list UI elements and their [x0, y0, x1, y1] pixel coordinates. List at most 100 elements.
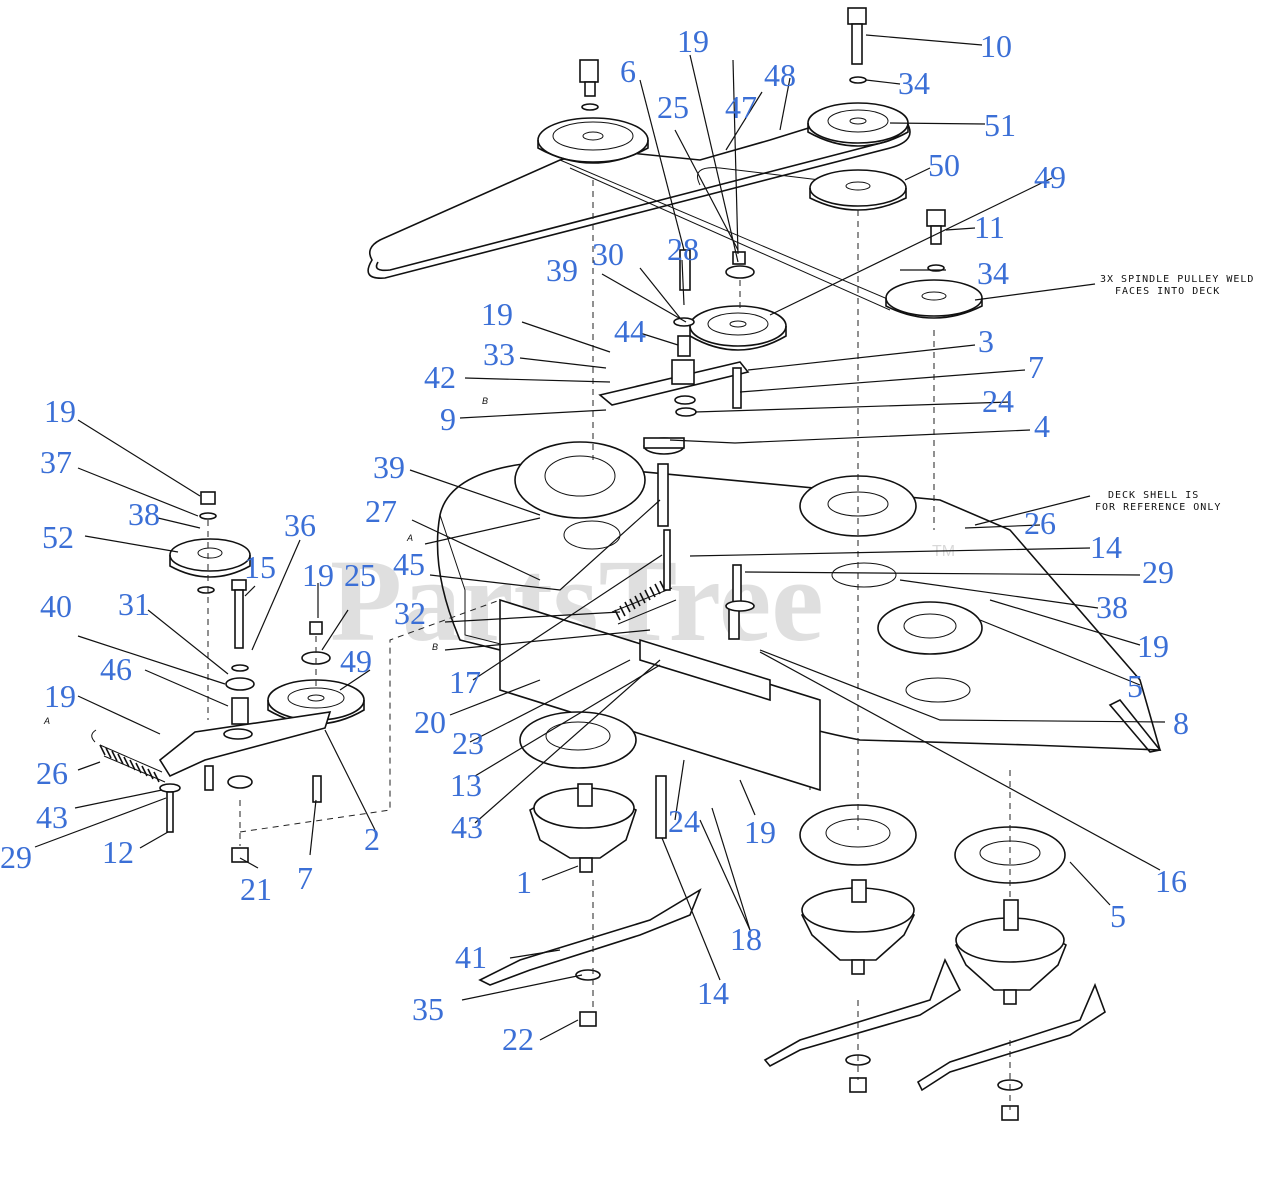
callout-19-a: 19 [677, 23, 709, 59]
callout-39-a: 39 [546, 252, 578, 288]
callout-32: 32 [394, 595, 426, 631]
deck-shell [436, 441, 1162, 790]
callout-27: 27 [365, 493, 397, 529]
callout-8: 8 [1173, 705, 1189, 741]
callout-14-a: 14 [1090, 529, 1122, 565]
callout-26-b: 26 [36, 755, 68, 791]
callout-19-f: 19 [44, 678, 76, 714]
callout-20: 20 [414, 704, 446, 740]
callout-5-b: 5 [1110, 898, 1126, 934]
callout-7-b: 7 [297, 860, 313, 896]
bolt-10 [847, 7, 867, 84]
callout-47: 47 [725, 89, 757, 125]
pulley-right [885, 279, 983, 319]
callout-37: 37 [40, 444, 72, 480]
callout-41: 41 [455, 939, 487, 975]
idler-pulley-49 [689, 251, 787, 351]
callout-40: 40 [40, 588, 72, 624]
blade-41 [478, 888, 702, 1027]
callout-7-a: 7 [1028, 349, 1044, 385]
spindle-1-left [519, 711, 637, 873]
callout-6: 6 [620, 53, 636, 89]
note-deck-leader [974, 495, 1091, 526]
tag-b-2: B [432, 642, 438, 652]
callouts: 1 2 3 4 5 5 6 7 7 8 9 10 11 12 13 14 14 … [0, 23, 1189, 1057]
callout-36: 36 [284, 507, 316, 543]
callout-5-a: 5 [1127, 668, 1143, 704]
callout-49-b: 49 [340, 643, 372, 679]
callout-29-a: 29 [1142, 554, 1174, 590]
callout-10: 10 [980, 28, 1012, 64]
note-pulley-line1: 3X SPINDLE PULLEY WELD [1100, 274, 1254, 285]
callout-16: 16 [1155, 863, 1187, 899]
callout-49-a: 49 [1034, 159, 1066, 195]
note-deck-line1: DECK SHELL IS [1108, 490, 1199, 501]
idler-arm-2 [158, 711, 332, 863]
pulley-50 [809, 169, 907, 211]
spring-26 [91, 729, 181, 833]
idler-arm-3 [598, 249, 750, 455]
callout-25-a: 25 [657, 89, 689, 125]
bolt-11 [926, 209, 946, 272]
callout-3: 3 [978, 323, 994, 359]
callout-13: 13 [450, 767, 482, 803]
tag-a-2: A [43, 716, 50, 726]
callout-2: 2 [364, 821, 380, 857]
callout-28: 28 [667, 231, 699, 267]
callout-35: 35 [412, 991, 444, 1027]
callout-19-e: 19 [1137, 628, 1169, 664]
spindle-center [799, 804, 917, 975]
blade-center [763, 958, 962, 1093]
callout-39-b: 39 [373, 449, 405, 485]
callout-34-b: 34 [977, 255, 1009, 291]
deck-baffle-8 [499, 598, 1162, 792]
callout-42: 42 [424, 359, 456, 395]
callout-50: 50 [928, 147, 960, 183]
callout-22: 22 [502, 1021, 534, 1057]
callout-12: 12 [102, 834, 134, 870]
callout-33: 33 [483, 336, 515, 372]
callout-19-b: 19 [481, 296, 513, 332]
callout-18: 18 [730, 921, 762, 957]
callout-24-a: 24 [982, 383, 1014, 419]
callout-19-c: 19 [44, 393, 76, 429]
callout-17: 17 [449, 664, 481, 700]
leader-lines [34, 34, 1166, 1041]
pulley-left-top [537, 59, 649, 164]
callout-30: 30 [592, 236, 624, 272]
note-pulley-line2: FACES INTO DECK [1115, 286, 1220, 297]
callout-25-b: 25 [344, 557, 376, 593]
tag-a-1: A [406, 533, 413, 543]
spring-32 [611, 577, 677, 625]
callout-24-b: 24 [668, 803, 700, 839]
blade-right [916, 982, 1106, 1121]
idler-pulley-52 [169, 491, 251, 594]
callout-19-d: 19 [302, 557, 334, 593]
callout-23: 23 [452, 725, 484, 761]
bolt-15 [225, 579, 255, 725]
center-lines [207, 180, 1011, 1110]
note-deck-line2: FOR REFERENCE ONLY [1095, 502, 1221, 513]
callout-48: 48 [764, 57, 796, 93]
callout-45: 45 [393, 546, 425, 582]
callout-46: 46 [100, 651, 132, 687]
callout-52: 52 [42, 519, 74, 555]
pulley-51 [807, 102, 909, 147]
callout-38-b: 38 [1096, 589, 1128, 625]
callout-38-a: 38 [128, 496, 160, 532]
callout-44: 44 [614, 313, 646, 349]
callout-43-a: 43 [36, 799, 68, 835]
callout-26-a: 26 [1024, 505, 1056, 541]
callout-29-b: 29 [0, 839, 32, 875]
callout-1: 1 [516, 864, 532, 900]
callout-15: 15 [244, 549, 276, 585]
callout-14-b: 14 [697, 975, 729, 1011]
callout-4: 4 [1034, 408, 1050, 444]
callout-19-g: 19 [744, 814, 776, 850]
callout-51: 51 [984, 107, 1016, 143]
callout-31: 31 [118, 586, 150, 622]
callout-11: 11 [974, 209, 1005, 245]
spindle-right [954, 826, 1067, 1005]
callout-34-a: 34 [898, 65, 930, 101]
